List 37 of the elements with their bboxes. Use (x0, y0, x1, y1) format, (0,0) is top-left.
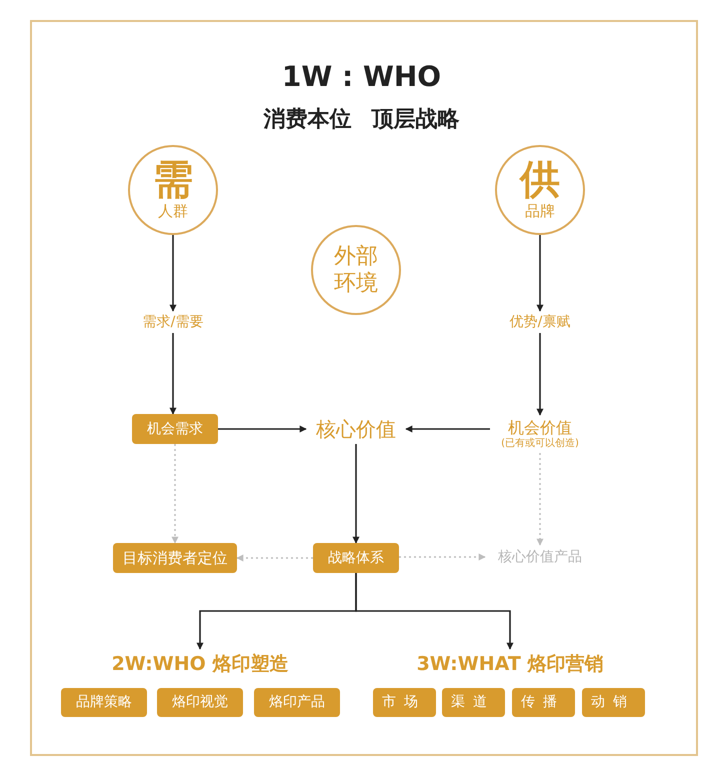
process-box: 传播 (512, 688, 574, 716)
arrow (355, 573, 514, 650)
node-label: 机会价值 (508, 418, 572, 438)
diagram-title: 1W : WHO (280, 60, 442, 93)
arrow (405, 426, 490, 432)
process-box: 机会需求 (132, 414, 218, 444)
arrow (536, 453, 544, 546)
node-label: 需求/需要 (133, 311, 213, 333)
process-box: 烙印产品 (254, 688, 340, 716)
process-box: 烙印视觉 (157, 688, 243, 716)
circle-subtitle: 品牌 (525, 202, 555, 220)
circle-title: 需 (153, 160, 193, 200)
node-label: 核心价值 (306, 414, 406, 444)
circle-label: 外部环境 (332, 242, 379, 298)
arrow (170, 235, 176, 312)
process-box: 动销 (582, 688, 644, 716)
arrow (352, 444, 360, 544)
section-heading: 2W:WHO 烙印塑造 (90, 649, 310, 679)
section-heading: 3W:WHAT 烙印营销 (385, 649, 635, 679)
diagram-subtitle: 消费本位 顶层战略 (262, 106, 460, 134)
arrow (218, 426, 307, 432)
arrow (236, 554, 313, 562)
process-box: 品牌策略 (61, 688, 147, 716)
process-box: 渠道 (442, 688, 504, 716)
process-box: 目标消费者定位 (113, 543, 237, 573)
arrow (172, 444, 178, 544)
node-label: 优势/禀赋 (500, 311, 580, 333)
circle-subtitle: 人群 (158, 202, 188, 220)
process-box: 战略体系 (313, 543, 399, 573)
arrow (170, 333, 176, 415)
arrow (399, 554, 486, 560)
process-box: 市场 (372, 688, 436, 716)
arrow (536, 235, 544, 312)
circle-title: 供 (520, 160, 560, 200)
node-note: (已有或可以创造) (501, 438, 579, 450)
arrow (536, 333, 544, 416)
node-label: 核心价值产品 (485, 545, 595, 569)
